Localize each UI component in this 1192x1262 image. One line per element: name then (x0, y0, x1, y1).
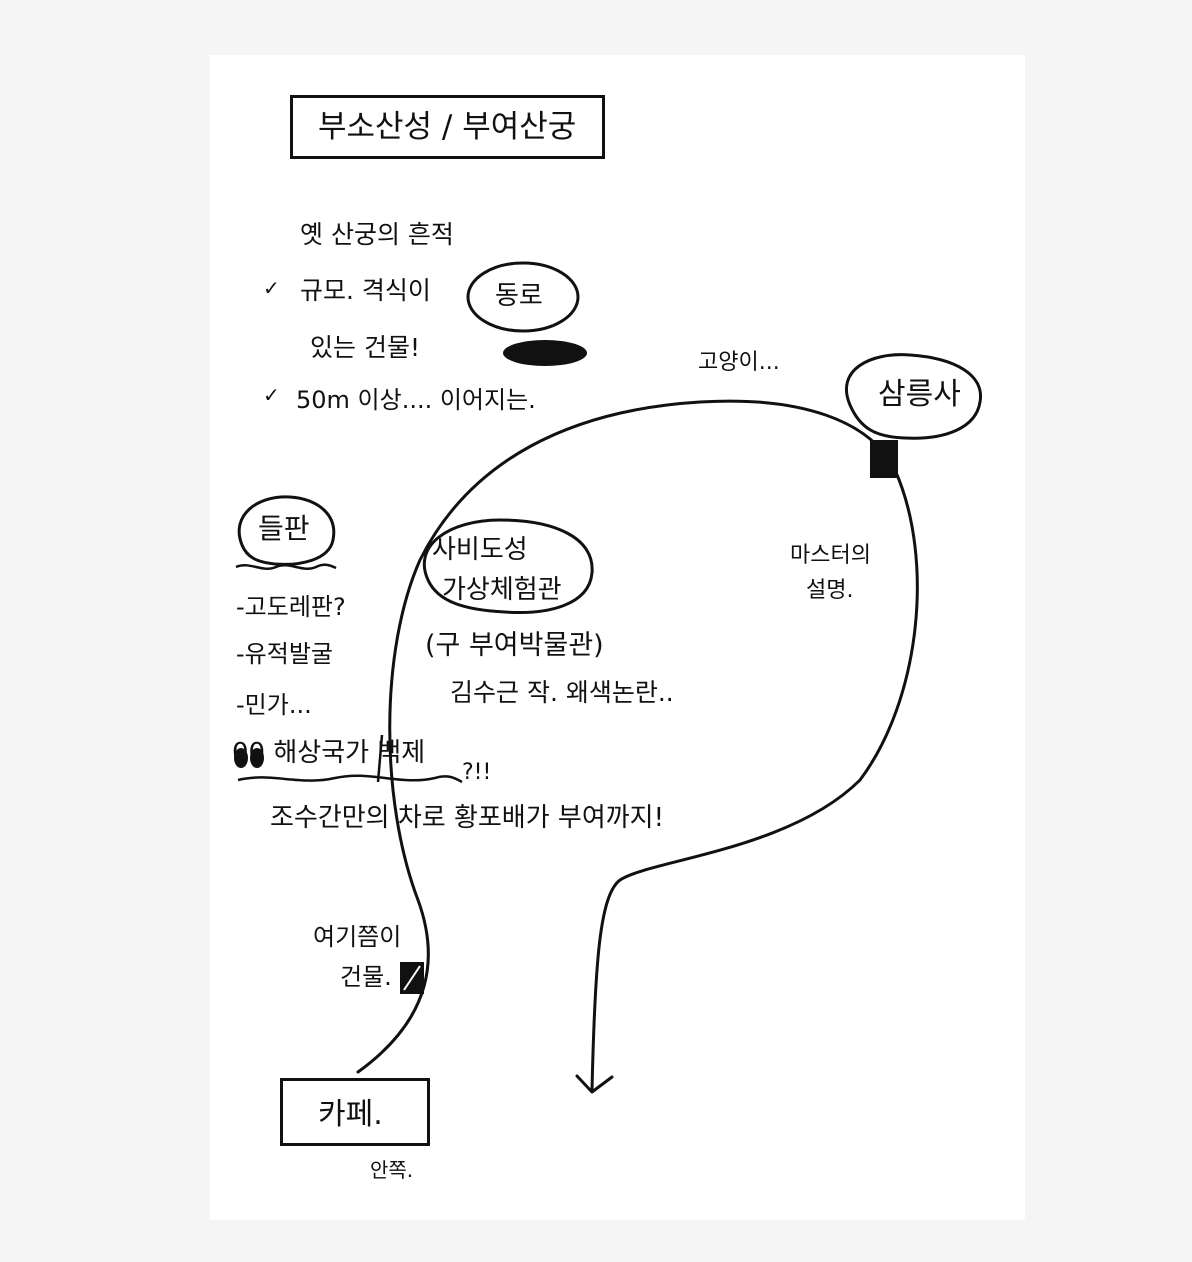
master-line-2: 설명. (806, 578, 854, 603)
haesang-label: 00 해상국가 백제 (232, 738, 426, 768)
sangjoksa-label: 삼릉사 (878, 377, 961, 412)
kim-label: 김수근 작. 왜색논란.. (450, 678, 674, 707)
dongro-bubble (466, 261, 580, 333)
zero-dot-left (234, 748, 248, 768)
deulpan-label: 들판 (258, 512, 310, 545)
master-line-1: 마스터의 (790, 543, 871, 568)
zero-dot-right (250, 748, 264, 768)
title-box (290, 95, 605, 159)
route-arrow-icon (575, 1074, 614, 1094)
cat-label: 고양이... (698, 350, 780, 375)
sabi-line-1: 사비도성 (432, 535, 528, 565)
black-oval-marker (503, 340, 587, 366)
bottom-label: 안쪽. (370, 1158, 414, 1182)
cafe-label: 카페. (318, 1097, 383, 1132)
yeogi-line-2: 건물. (340, 963, 392, 991)
note-line-4: 50m 이상.... 이어지는. (296, 386, 536, 414)
paper-sheet (210, 55, 1025, 1220)
cafe-box (280, 1078, 430, 1146)
deulpan-item-3: -민가... (236, 691, 312, 719)
check-mark-icon: ✓ (263, 383, 280, 407)
deulpan-wave (235, 563, 337, 570)
sabi-bubble (422, 518, 594, 614)
yeogi-line-1: 여기쯤이 (313, 923, 402, 951)
deulpan-item-2: -유적발굴 (236, 640, 333, 668)
jinsun-label: 조수간만의 차로 황포배가 부여까지! (270, 803, 665, 833)
check-mark-icon: ✓ (263, 276, 280, 300)
old-museum-label: (구 부여박물관) (425, 630, 604, 661)
deulpan-bubble (237, 495, 336, 566)
building-marker (870, 440, 898, 478)
sabi-line-2: 가상체험관 (442, 575, 562, 605)
note-line-2: 규모. 격식이 (300, 276, 431, 305)
note-line-3: 있는 건물! (310, 333, 420, 362)
sangjoksa-bubble (845, 353, 983, 440)
note-line-1: 옛 산궁의 흔적 (300, 220, 454, 249)
exclaim-label: ?!! (462, 760, 492, 785)
page-title: 부소산성 / 부여산궁 (318, 109, 577, 145)
deulpan-item-1: -고도레판? (236, 593, 346, 621)
route-path (356, 399, 919, 1092)
baekje-bracket (376, 734, 384, 783)
baekje-wave (237, 774, 463, 784)
dongro-label: 동로 (495, 281, 543, 311)
